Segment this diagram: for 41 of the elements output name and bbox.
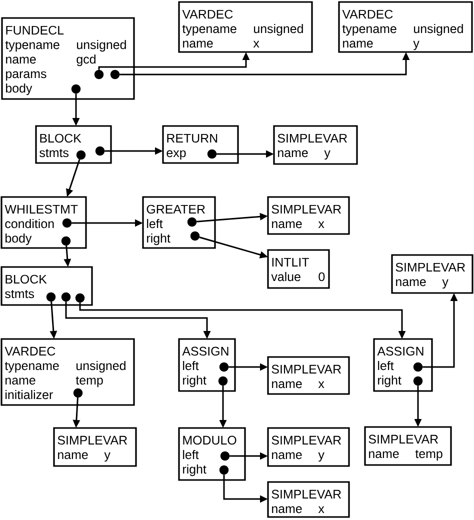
node-box: ASSIGN left right: [178, 338, 236, 392]
pointer-dot: [62, 218, 72, 228]
pointer-dot: [207, 149, 217, 159]
pointer-dot: [46, 292, 56, 302]
node-box: SIMPLEVAR name y: [267, 427, 350, 467]
node-box: VARDEC typename unsigned name temp initializer: [0, 338, 135, 406]
node-box: SIMPLEVAR name y: [53, 427, 137, 467]
node-box: SIMPLEVAR name temp: [364, 426, 452, 466]
pointer-dot: [95, 146, 105, 156]
node-box: VARDEC typename unsigned name x: [178, 1, 313, 53]
node-box: SIMPLEVAR name y: [273, 125, 358, 165]
node-box: RETURN exp: [162, 125, 239, 164]
node-box: GREATER left right: [142, 196, 216, 249]
pointer-dot: [110, 70, 120, 80]
node-box: SIMPLEVAR name x: [267, 196, 350, 235]
pointer-dot: [413, 376, 423, 386]
pointer-dot: [219, 362, 229, 372]
node-box: BLOCK stmts: [35, 125, 112, 164]
node-box: SIMPLEVAR name x: [267, 481, 350, 518]
node-box: INTLIT value 0: [267, 249, 330, 289]
pointer-dot: [73, 388, 83, 398]
pointer-dot: [76, 150, 86, 160]
node-box: MODULO left right: [178, 427, 246, 481]
pointer-dot: [220, 451, 230, 461]
pointer-dot: [190, 231, 200, 241]
node-box: SIMPLEVAR name y: [391, 254, 474, 294]
node-box: WHILESTMT condition body: [0, 196, 87, 249]
node-box: FUNDECL typename unsigned name gcd params body: [1, 17, 135, 100]
pointer-dot: [61, 236, 71, 246]
node-box: SIMPLEVAR name x: [267, 356, 350, 395]
pointer-dot: [413, 362, 423, 372]
pointer-dot: [75, 293, 85, 303]
pointer-dot: [94, 70, 104, 80]
pointer-dot: [187, 217, 197, 227]
node-box: VARDEC typename unsigned name y: [338, 1, 473, 53]
pointer-dot: [61, 292, 71, 302]
node-box: ASSIGN left right: [373, 338, 433, 392]
pointer-dot: [218, 376, 228, 386]
pointer-dot: [219, 465, 229, 475]
node-box: BLOCK stmts: [0, 266, 93, 306]
pointer-dot: [71, 84, 81, 94]
